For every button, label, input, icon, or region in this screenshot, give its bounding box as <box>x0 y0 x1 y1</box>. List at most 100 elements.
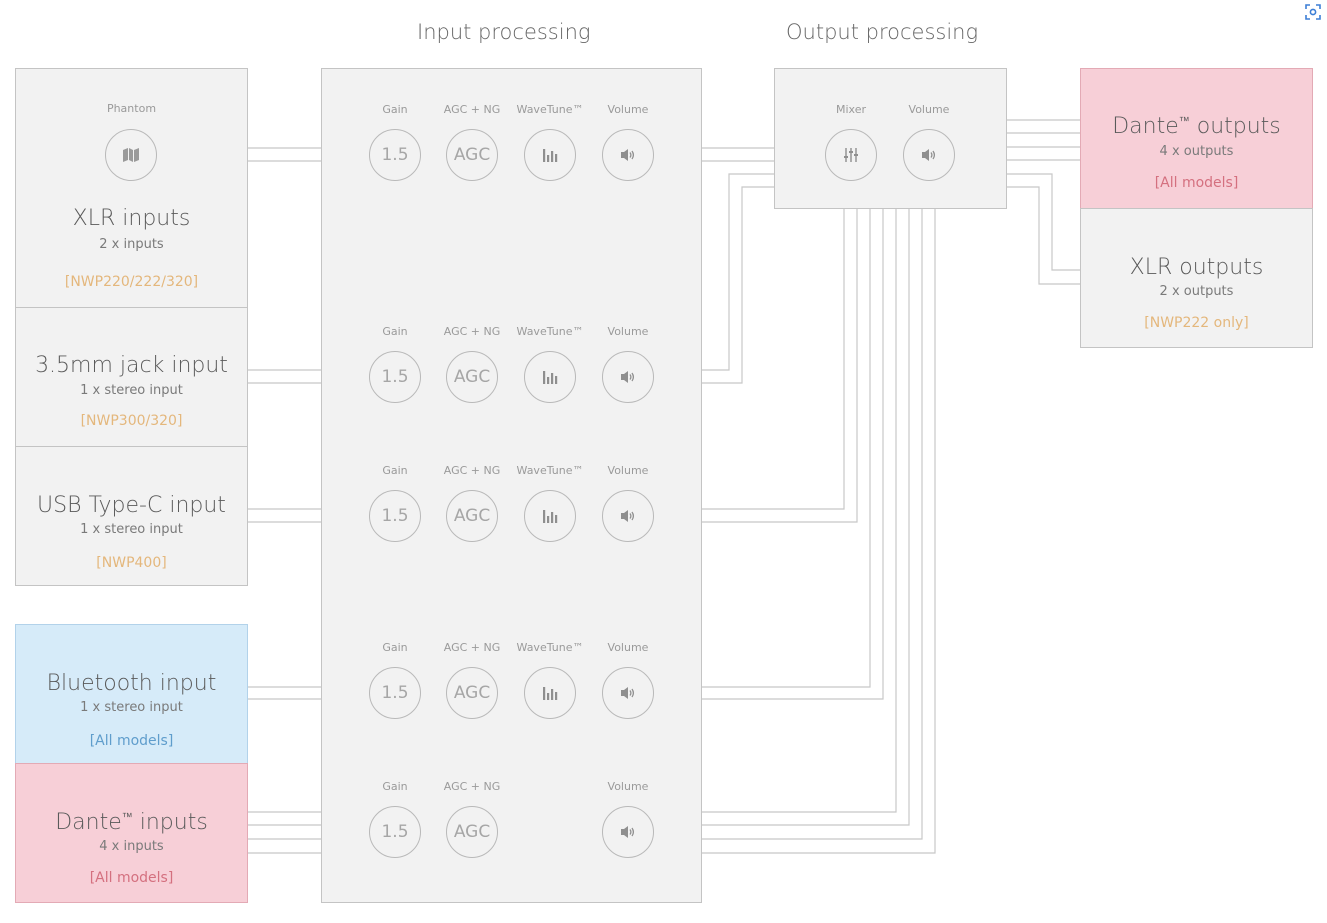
xlr-outputs-count: 2 x outputs <box>1159 284 1234 299</box>
gain-label: Gain <box>382 103 408 116</box>
agc-label: AGC + NG <box>443 641 501 654</box>
equalizer-bars-icon <box>543 371 558 384</box>
wavetune-knob[interactable] <box>524 129 576 181</box>
xlr-outputs-title: XLR outputs <box>1129 255 1264 280</box>
gain-knob[interactable]: 1.5 <box>369 667 421 719</box>
volume-label: Volume <box>607 780 649 793</box>
volume-knob[interactable] <box>602 667 654 719</box>
xlr-outputs-models: [NWP222 only] <box>1144 315 1249 331</box>
input-processing-panel <box>321 68 702 903</box>
dante-inputs-count: 4 x inputs <box>99 839 164 854</box>
dante-inputs-box: Dante™ inputs 4 x inputs [All models] <box>15 763 248 903</box>
output-volume-label: Volume <box>908 103 950 116</box>
dante-inputs-title: Dante™ inputs <box>55 810 208 835</box>
mixer-label: Mixer <box>835 103 866 116</box>
xlr-inputs-box: Phantom XLR inputs 2 x inputs [NWP220/22… <box>15 68 248 308</box>
bluetooth-input-box: Bluetooth input 1 x stereo input [All mo… <box>15 624 248 764</box>
volume-label: Volume <box>607 641 649 654</box>
gain-label: Gain <box>382 325 408 338</box>
output-processing-panel <box>774 68 1007 209</box>
input-processing-header: Input processing <box>417 20 591 44</box>
speaker-icon <box>621 371 635 383</box>
agc-label: AGC + NG <box>443 780 501 793</box>
agc-knob[interactable]: AGC <box>446 129 498 181</box>
speaker-icon <box>922 149 936 161</box>
jack-input-count: 1 x stereo input <box>80 383 183 398</box>
mixer-sliders-icon <box>844 148 858 162</box>
agc-label: AGC + NG <box>443 325 501 338</box>
volume-label: Volume <box>607 103 649 116</box>
equalizer-bars-icon <box>543 510 558 523</box>
dante-outputs-box: Dante™ outputs 4 x outputs [All models] <box>1080 68 1313 209</box>
volume-knob[interactable] <box>602 351 654 403</box>
agc-knob[interactable]: AGC <box>446 490 498 542</box>
speaker-icon <box>621 510 635 522</box>
wavetune-knob[interactable] <box>524 490 576 542</box>
gain-label: Gain <box>382 464 408 477</box>
wire-ch4-out <box>701 208 884 700</box>
usb-input-title: USB Type-C input <box>37 493 226 518</box>
screen-capture-icon[interactable] <box>1303 2 1323 22</box>
volume-knob[interactable] <box>602 129 654 181</box>
agc-knob[interactable]: AGC <box>446 351 498 403</box>
phantom-label: Phantom <box>106 102 157 115</box>
gain-knob[interactable]: 1.5 <box>369 806 421 858</box>
equalizer-bars-icon <box>543 687 558 700</box>
jack-input-models: [NWP300/320] <box>80 413 183 429</box>
wavetune-label: WaveTune™ <box>516 103 584 116</box>
jack-input-box: 3.5mm jack input 1 x stereo input [NWP30… <box>15 307 248 447</box>
wire-ch1-out <box>701 147 774 162</box>
wire-dante-out <box>1006 119 1080 161</box>
wire-xlr-out <box>1006 173 1080 285</box>
wire-xlr-in <box>247 147 321 162</box>
wavetune-label: WaveTune™ <box>516 325 584 338</box>
equalizer-bars-icon <box>543 149 558 162</box>
bluetooth-input-models: [All models] <box>89 733 174 749</box>
speaker-icon <box>621 687 635 699</box>
gain-knob[interactable]: 1.5 <box>369 490 421 542</box>
volume-knob[interactable] <box>602 806 654 858</box>
agc-knob[interactable]: AGC <box>446 806 498 858</box>
wavetune-knob[interactable] <box>524 351 576 403</box>
wire-bt-in <box>247 686 321 700</box>
volume-label: Volume <box>607 464 649 477</box>
bluetooth-input-count: 1 x stereo input <box>80 700 183 715</box>
wavetune-label: WaveTune™ <box>516 464 584 477</box>
dante-outputs-count: 4 x outputs <box>1159 144 1234 159</box>
gain-label: Gain <box>382 641 408 654</box>
wavetune-label: WaveTune™ <box>516 641 584 654</box>
speaker-icon <box>621 826 635 838</box>
bluetooth-input-title: Bluetooth input <box>46 671 217 696</box>
speaker-icon <box>621 149 635 161</box>
agc-label: AGC + NG <box>443 103 501 116</box>
agc-knob[interactable]: AGC <box>446 667 498 719</box>
xlr-inputs-title: XLR inputs <box>72 206 191 231</box>
wire-dante-in <box>247 811 321 854</box>
wavetune-knob[interactable] <box>524 667 576 719</box>
volume-knob[interactable] <box>602 490 654 542</box>
usb-input-count: 1 x stereo input <box>80 522 183 537</box>
gain-label: Gain <box>382 780 408 793</box>
wire-usb-in <box>247 508 321 523</box>
output-processing-header: Output processing <box>786 20 979 44</box>
volume-label: Volume <box>607 325 649 338</box>
output-volume-knob[interactable] <box>903 129 955 181</box>
xlr-inputs-models: [NWP220/222/320] <box>64 274 199 290</box>
usb-input-models: [NWP400] <box>96 555 167 571</box>
dante-outputs-title: Dante™ outputs <box>1112 114 1281 139</box>
agc-label: AGC + NG <box>443 464 501 477</box>
xlr-outputs-box: XLR outputs 2 x outputs [NWP222 only] <box>1080 208 1313 348</box>
usb-input-box: USB Type-C input 1 x stereo input [NWP40… <box>15 446 248 586</box>
phantom-knob[interactable] <box>105 129 157 181</box>
gain-knob[interactable]: 1.5 <box>369 129 421 181</box>
dante-outputs-models: [All models] <box>1154 175 1239 191</box>
wire-jack-in <box>247 369 321 384</box>
gain-knob[interactable]: 1.5 <box>369 351 421 403</box>
dante-inputs-models: [All models] <box>89 870 174 886</box>
wire-ch2-out <box>701 173 774 384</box>
phantom-power-icon <box>123 148 139 162</box>
jack-input-title: 3.5mm jack input <box>35 353 228 378</box>
xlr-inputs-count: 2 x inputs <box>99 237 164 252</box>
wire-ch5-out <box>701 208 936 854</box>
mixer-knob[interactable] <box>825 129 877 181</box>
